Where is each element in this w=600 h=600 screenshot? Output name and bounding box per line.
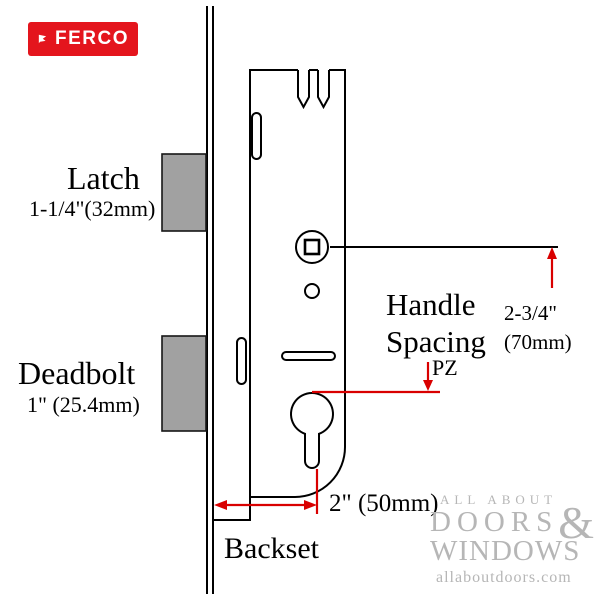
deadbolt-bolt — [161, 335, 207, 432]
ferco-logo: FERCO — [28, 22, 138, 56]
slot-cutouts — [236, 112, 336, 385]
handle-spindle-hole — [295, 230, 329, 264]
spindle-circle — [295, 230, 329, 264]
up-arrow-head — [547, 247, 557, 259]
handle-spacing-label-line1: Handle — [386, 287, 476, 322]
ferco-flag-icon — [38, 34, 47, 44]
spindle-square — [303, 238, 321, 256]
handle-spacing-dimension-line2: (70mm) — [504, 330, 572, 354]
handle-spacing-label-line2: Spacing — [386, 324, 486, 359]
latch-label: Latch — [67, 160, 140, 196]
vertical-slot-upper — [251, 112, 262, 160]
deadbolt-dimension: 1" (25.4mm) — [27, 392, 140, 417]
pz-label: PZ — [432, 355, 458, 380]
backset-dimension: 2" (50mm) — [329, 490, 439, 517]
backset-arrow-right — [304, 500, 317, 510]
ferco-logo-text: FERCO — [55, 28, 129, 49]
handle-spacing-label: Handle Spacing — [386, 286, 486, 360]
euro-cylinder-hole — [290, 392, 334, 469]
horizontal-slot — [281, 351, 336, 361]
mounting-slot-2 — [317, 70, 330, 110]
watermark-url: allaboutdoors.com — [436, 569, 572, 586]
latch-bolt — [161, 153, 207, 232]
watermark: ALL ABOUT DOORS & WINDOWS allaboutdoors.… — [430, 492, 594, 587]
dimension-marks — [214, 247, 557, 514]
deadbolt-label: Deadbolt — [18, 355, 136, 391]
vertical-slot-lower — [236, 337, 247, 385]
watermark-ampersand: & — [558, 497, 594, 548]
mounting-slots-top — [297, 70, 330, 110]
latch-dimension: 1-1/4"(32mm) — [29, 196, 156, 221]
door-edge-rails — [206, 6, 214, 594]
fixing-hole — [304, 283, 320, 299]
down-arrow-head — [423, 380, 433, 391]
lock-case-outline — [214, 69, 346, 521]
mounting-slot-1 — [297, 70, 310, 110]
handle-spacing-dimension-line1: 2-3/4" — [504, 301, 557, 325]
watermark-all-about: ALL ABOUT — [440, 492, 558, 507]
watermark-windows: WINDOWS — [430, 535, 581, 567]
watermark-doors: DOORS — [430, 506, 559, 538]
backset-arrow-left — [214, 500, 227, 510]
backset-label: Backset — [224, 532, 319, 565]
handle-spacing-dimension: 2-3/4" (70mm) — [504, 299, 572, 357]
